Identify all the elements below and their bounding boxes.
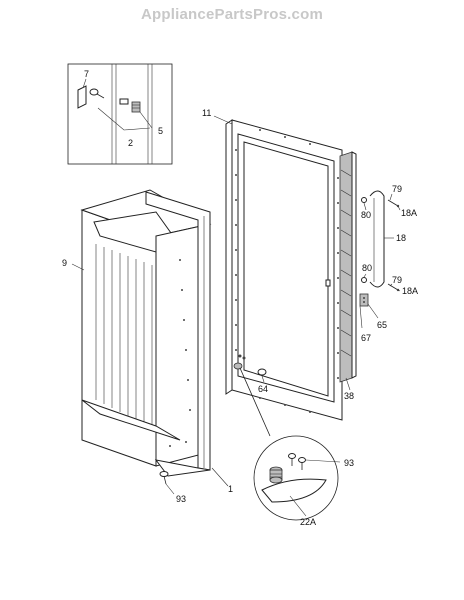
door-liner: 9 — [62, 189, 212, 467]
hinge-detail-inset: 7 5 2 — [67, 63, 173, 165]
leader-79b — [389, 283, 393, 287]
callout-80-top: 80 — [361, 210, 371, 220]
callout-38: 38 — [344, 391, 354, 401]
detail-screw-a — [288, 453, 296, 466]
leader-79a — [389, 193, 393, 201]
callout-2: 2 — [128, 138, 133, 148]
door-latch-slot — [325, 279, 331, 287]
hinge-pin — [119, 98, 129, 105]
callout-1: 1 — [228, 484, 233, 494]
leader-18a-bottom — [397, 289, 401, 292]
leader-7 — [82, 78, 87, 89]
leader-1 — [211, 467, 229, 487]
latch-block-body — [359, 293, 369, 307]
leader-65 — [367, 303, 379, 319]
leader-67 — [359, 305, 363, 329]
callout-64: 64 — [258, 384, 268, 394]
callout-18a-top: 18A — [401, 208, 417, 218]
hinge-detail-circle: 93 22A — [253, 435, 354, 527]
leader-2 — [97, 107, 151, 131]
detail-screw-b — [298, 457, 306, 470]
callout-79-top: 79 — [392, 184, 402, 194]
inset-frame — [67, 63, 173, 165]
handle-spacer-bottom — [361, 277, 367, 283]
callout-18a-bottom: 18A — [402, 286, 418, 296]
handle-bar — [369, 190, 385, 288]
trim-strip-body — [339, 151, 353, 383]
callout-11: 11 — [202, 108, 211, 118]
liner-bottom-lip — [81, 399, 181, 441]
handle-screw-bottom — [387, 283, 400, 292]
detail-hinge-bushing — [269, 466, 283, 484]
trim-strip-texture — [340, 169, 352, 357]
handle-top-hardware: 80 79 18A — [361, 184, 417, 220]
door-panel: 11 — [202, 108, 343, 421]
gasket-bottom — [154, 459, 211, 477]
liner-screw-holes — [169, 259, 191, 447]
callout-79-bottom: 79 — [392, 275, 402, 285]
detail-hinge-plate — [261, 478, 327, 503]
leader-38 — [345, 377, 351, 391]
hinge-bushing — [131, 101, 141, 113]
callout-65: 65 — [377, 320, 387, 330]
door-screw-holes — [235, 129, 339, 413]
leader-22a — [289, 495, 307, 517]
callout-5: 5 — [158, 126, 163, 136]
callout-93-bottom: 93 — [176, 494, 186, 504]
callout-18: 18 — [396, 233, 406, 243]
leader-80b — [363, 273, 367, 278]
leader-11 — [213, 115, 233, 125]
leader-9 — [71, 263, 85, 271]
liner-screw: 93 — [159, 471, 186, 504]
bottom-hinge-washer — [257, 368, 267, 376]
bottom-hinge-parts: 64 — [233, 354, 271, 437]
detail-circle-frame — [253, 435, 339, 521]
leader-80a — [363, 202, 367, 211]
handle-bottom-hardware: 80 79 18A — [361, 263, 418, 296]
callout-93-detail: 93 — [344, 458, 354, 468]
bottom-hinge-bushing — [233, 362, 243, 370]
handle-spacer-top — [361, 197, 367, 203]
leader-64 — [261, 375, 265, 383]
leader-93a — [165, 483, 175, 495]
door-inner-panel — [243, 141, 329, 397]
callout-80-bottom: 80 — [362, 263, 372, 273]
handle-screw-top — [387, 199, 400, 208]
callout-67: 67 — [361, 333, 371, 343]
leader-5 — [139, 111, 153, 129]
hinge-bracket — [77, 85, 87, 109]
liner-ribs — [95, 244, 153, 428]
callout-7: 7 — [84, 69, 89, 79]
leader-18a-top — [397, 205, 401, 211]
latch-block: 65 67 — [359, 293, 387, 343]
watermark: AppliancePartsPros.com — [141, 6, 323, 23]
callout-9: 9 — [62, 258, 67, 268]
leader-93b — [305, 459, 341, 463]
door-gasket: 1 — [145, 191, 233, 494]
handle-trim-strip: 38 — [339, 151, 357, 401]
hinge-screw — [89, 88, 105, 99]
door-handle: 18 — [369, 190, 406, 288]
callout-22a: 22A — [300, 517, 316, 527]
trim-strip-edge — [351, 151, 357, 379]
door-edge — [225, 119, 233, 395]
detail-callout-line — [239, 367, 271, 437]
